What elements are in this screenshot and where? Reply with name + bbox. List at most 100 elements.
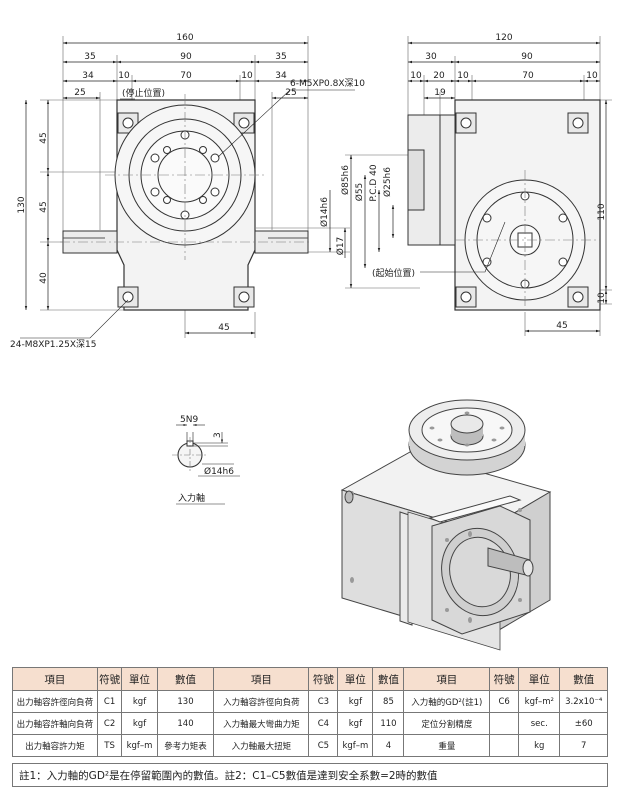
dim-pcd40: P.C.D 40 <box>369 164 379 202</box>
footnote: 註1：入力軸的GD²是在停留範圍內的數值。註2：C1–C5數值是達到安全系數=2… <box>12 763 608 787</box>
dim-10-side: 10 <box>597 292 607 304</box>
dim-40: 40 <box>39 272 49 284</box>
dim-17: Ø17 <box>335 237 346 256</box>
col-header: 項目 <box>213 667 310 691</box>
table-cell <box>489 734 520 757</box>
dim-90-side: 90 <box>521 52 533 62</box>
dim-25h6: Ø25h6 <box>382 167 393 197</box>
isometric-view <box>340 399 552 651</box>
dim-5n9: 5N9 <box>180 415 198 425</box>
col-header: 符號 <box>96 667 123 691</box>
dim-45-top: 45 <box>39 132 49 143</box>
spec-table-header: 項目 符號 單位 數值 項目 符號 單位 數值 項目 符號 單位 數值 <box>12 667 608 691</box>
dim-10-b: 10 <box>457 71 469 81</box>
col-header: 單位 <box>121 667 158 691</box>
dim-20: 20 <box>433 71 445 81</box>
col-header: 數值 <box>372 667 405 691</box>
dim-45-bottom: 45 <box>218 323 229 333</box>
front-view-dims: 160 35 90 35 34 10 70 10 34 25 25 45 45 … <box>10 33 365 350</box>
dim-70: 70 <box>180 71 192 81</box>
table-cell: C5 <box>308 734 339 757</box>
dim-10-left: 10 <box>118 71 130 81</box>
table-cell: TS <box>96 734 123 757</box>
front-view <box>20 36 355 339</box>
col-header: 單位 <box>337 667 374 691</box>
dim-110: 110 <box>597 203 607 220</box>
side-view <box>345 36 612 336</box>
callout-m5-holes: 6-M5XP0.8X深10 <box>290 78 365 89</box>
table-cell <box>489 712 520 735</box>
dim-35-right: 35 <box>275 52 286 62</box>
callout-start-position: (起始位置) <box>372 267 415 279</box>
table-cell: 入力軸的GD²(註1) <box>403 690 491 713</box>
table-cell: kgf–m <box>337 734 374 757</box>
dim-14h6: Ø14h6 <box>319 197 330 227</box>
col-header: 項目 <box>403 667 491 691</box>
table-cell: kgf <box>121 690 158 713</box>
table-cell: 重量 <box>403 734 491 757</box>
table-cell: 定位分割精度 <box>403 712 491 735</box>
table-cell: kgf–m <box>121 734 158 757</box>
callout-stop-position: (停止位置) <box>122 87 165 99</box>
dim-30: 30 <box>425 52 437 62</box>
dim-70-side: 70 <box>522 71 534 81</box>
table-cell: 出力軸容許軸向負荷 <box>12 712 98 735</box>
dim-25-right: 25 <box>285 88 296 98</box>
dim-10-a: 10 <box>410 71 422 81</box>
shaft-caption: 入力軸 <box>178 492 205 504</box>
dim-160: 160 <box>176 33 193 43</box>
table-cell: 入力軸最大彎曲力矩 <box>213 712 310 735</box>
dim-45-mid: 45 <box>39 201 49 212</box>
table-cell: 7 <box>559 734 608 757</box>
table-cell: 140 <box>156 712 215 735</box>
dim-130: 130 <box>17 196 27 213</box>
col-header: 數值 <box>156 667 215 691</box>
dim-55: Ø55 <box>354 183 365 202</box>
dim-34-left: 34 <box>82 71 94 81</box>
col-header: 項目 <box>12 667 98 691</box>
dim-90: 90 <box>180 52 192 62</box>
table-cell: 4 <box>372 734 405 757</box>
col-header: 符號 <box>308 667 339 691</box>
table-row: 出力軸容許軸向負荷 C2 kgf 140 入力軸最大彎曲力矩 C4 kgf 11… <box>12 712 608 735</box>
dim-shaft-14h6: Ø14h6 <box>204 466 234 477</box>
table-row: 出力軸容許力矩 TS kgf–m 參考力矩表 入力軸最大扭矩 C5 kgf–m … <box>12 734 608 757</box>
table-cell: 3.2x10⁻⁴ <box>559 690 608 713</box>
dim-45-side: 45 <box>556 321 567 331</box>
side-view-dims: 120 30 90 10 20 10 70 10 19 Ø85h6 Ø55 P.… <box>340 33 607 331</box>
callout-m8-holes: 24-M8XP1.25X深15 <box>10 339 96 350</box>
table-cell: 130 <box>156 690 215 713</box>
dim-85h6: Ø85h6 <box>340 165 351 195</box>
table-cell: 85 <box>372 690 405 713</box>
table-cell: 出力軸容許徑向負荷 <box>12 690 98 713</box>
table-cell: 入力軸容許徑向負荷 <box>213 690 310 713</box>
dim-34-right: 34 <box>275 71 287 81</box>
table-cell: C2 <box>96 712 123 735</box>
table-cell: ±60 <box>559 712 608 735</box>
table-cell: C4 <box>308 712 339 735</box>
table-cell: kgf–m² <box>518 690 561 713</box>
dim-19: 19 <box>434 88 446 98</box>
table-cell: 出力軸容許力矩 <box>12 734 98 757</box>
spec-table: 項目 符號 單位 數值 項目 符號 單位 數值 項目 符號 單位 數值 出力軸容… <box>12 667 608 757</box>
dim-35-left: 35 <box>84 52 95 62</box>
dim-120: 120 <box>495 33 512 43</box>
col-header: 符號 <box>489 667 520 691</box>
drawing-canvas: 160 35 90 35 34 10 70 10 34 25 25 45 45 … <box>10 33 612 651</box>
col-header: 數值 <box>559 667 608 691</box>
table-cell: kgf <box>121 712 158 735</box>
table-cell: 參考力矩表 <box>156 734 215 757</box>
table-cell: kgf <box>337 690 374 713</box>
table-cell: kgf <box>337 712 374 735</box>
col-header: 單位 <box>518 667 561 691</box>
shaft-detail-labels: 5N9 3 Ø14h6 入力軸 <box>178 415 234 504</box>
table-cell: kg <box>518 734 561 757</box>
dim-10-c: 10 <box>586 71 598 81</box>
table-cell: 110 <box>372 712 405 735</box>
shaft-detail <box>172 423 240 505</box>
table-cell: C1 <box>96 690 123 713</box>
table-cell: C3 <box>308 690 339 713</box>
dim-25-left: 25 <box>74 88 85 98</box>
dim-3: 3 <box>213 432 223 438</box>
table-cell: 入力軸最大扭矩 <box>213 734 310 757</box>
